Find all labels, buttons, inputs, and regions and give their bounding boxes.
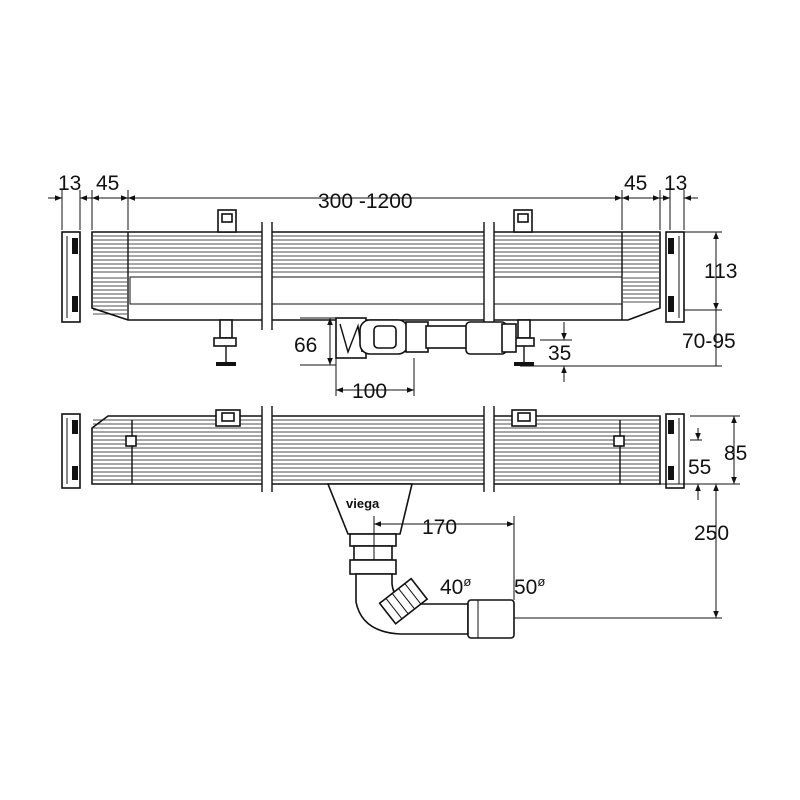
dimension-labels: 13 45 300 -1200 45 13 113 66 70-95 35 10… xyxy=(58,172,747,599)
drain-trap: viega xyxy=(326,483,515,639)
dim-length-range: 300 -1200 xyxy=(318,190,413,213)
left-end-cap-top xyxy=(61,231,81,323)
dim-diameter-50: 50ø xyxy=(514,574,545,599)
right-end-cap-bottom xyxy=(665,413,685,489)
dim-100: 100 xyxy=(352,380,387,403)
brand-label: viega xyxy=(346,496,380,511)
dim-35: 35 xyxy=(548,342,571,365)
dim-170: 170 xyxy=(422,516,457,539)
mounting-clip-top xyxy=(217,209,533,233)
dim-13-left: 13 xyxy=(58,172,81,195)
adjustable-foot-right xyxy=(511,319,535,366)
left-end-cap-bottom xyxy=(61,413,81,489)
dim-55: 55 xyxy=(688,456,711,479)
dim-113: 113 xyxy=(704,260,737,283)
dim-45-right: 45 xyxy=(624,172,647,195)
break-lines-bottom xyxy=(261,406,495,492)
dim-70-95: 70-95 xyxy=(682,330,736,353)
dim-85: 85 xyxy=(724,442,747,465)
dim-250: 250 xyxy=(694,522,729,545)
dimension-lines xyxy=(48,190,740,619)
break-lines-top xyxy=(261,222,495,330)
mounting-clip-bottom xyxy=(215,409,537,427)
dim-45-left: 45 xyxy=(96,172,119,195)
dim-66: 66 xyxy=(294,334,317,357)
channel-body-top xyxy=(91,231,661,321)
dim-13-right: 13 xyxy=(664,172,687,195)
outlet-top xyxy=(335,317,517,359)
dim-diameter-40: 40ø xyxy=(440,574,471,599)
channel-body-bottom xyxy=(91,415,661,485)
top-view xyxy=(61,209,685,366)
bottom-view: viega xyxy=(61,406,685,639)
right-end-cap-top xyxy=(665,231,685,323)
adjustable-foot-left xyxy=(213,319,237,366)
